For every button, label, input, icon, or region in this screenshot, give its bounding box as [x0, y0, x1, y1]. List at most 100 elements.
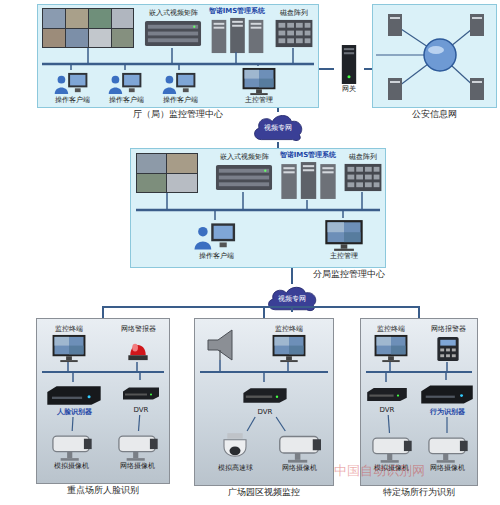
camera-symbol-icon — [373, 438, 409, 454]
server-group-icon — [322, 171, 333, 173]
monitor-terminal-icon — [377, 337, 406, 354]
camera-symbol-icon — [119, 436, 155, 452]
video-matrix-icon — [216, 165, 272, 190]
monitor-terminal-icon — [289, 346, 304, 355]
client-station-icon — [183, 88, 189, 92]
gateway-server: 网关 — [334, 44, 364, 94]
dome-camera-icon — [207, 431, 263, 464]
server-group-icon — [281, 164, 296, 199]
monitor-terminal-icon — [267, 334, 311, 363]
disk-array-icon — [356, 167, 363, 172]
monitor-terminal-icon — [382, 360, 399, 362]
monitor-terminal-icon — [275, 337, 304, 354]
master-console-icon — [245, 70, 274, 87]
network-cloud: 视频专网 — [250, 112, 306, 142]
client-station-icon — [166, 76, 174, 84]
dvr-box-icon — [397, 395, 399, 397]
connector-line — [277, 108, 279, 112]
camera-symbol-icon — [271, 431, 327, 464]
dvr-box-icon — [123, 388, 159, 400]
device-label: 网关 — [342, 85, 356, 94]
center-band: 分局监控管理中心嵌入式视频矩阵智诺IMS管理系统磁盘阵列操作客户端主控管理 — [130, 148, 386, 268]
device-label: 网络摄像机 — [430, 464, 465, 473]
video-matrix-icon — [148, 32, 198, 36]
alarm-siren-icon — [115, 334, 161, 363]
client-station: 操作客户端 — [50, 71, 94, 105]
dvr-box-icon — [365, 383, 409, 406]
gateway-server-icon — [344, 48, 354, 50]
camera-symbol-icon — [271, 431, 327, 464]
video-matrix-icon — [219, 182, 269, 186]
device-label: 主控管理 — [330, 252, 358, 261]
camera-symbol-icon — [421, 433, 473, 464]
video-matrix-icon — [144, 18, 202, 49]
device-label: 监控终端 — [55, 325, 83, 334]
video-matrix-icon — [219, 169, 269, 173]
dvr-box-icon — [276, 396, 278, 398]
alarm-panel: 网络报警器 — [423, 325, 473, 363]
disk-array-icon — [348, 182, 355, 187]
camera-symbol-icon — [133, 452, 138, 458]
disk-array-icon — [296, 23, 303, 28]
camera-symbol-icon — [437, 460, 455, 463]
device-label: DVR — [380, 406, 395, 415]
camera-symbol-icon — [61, 458, 79, 461]
gateway-server-icon — [334, 44, 364, 85]
client-station-icon — [112, 76, 120, 84]
monitor-terminal-icon — [55, 337, 84, 354]
group-caption: 重点场所人脸识别 — [37, 485, 169, 496]
video-matrix-icon — [215, 162, 273, 193]
device-label: 操作客户端 — [199, 252, 234, 261]
master-console-icon — [256, 89, 262, 93]
server-group-icon — [232, 25, 243, 27]
dvr-box-icon — [365, 383, 409, 406]
monitor-terminal-icon — [47, 334, 91, 363]
client-station-icon — [50, 71, 94, 96]
device-label: 磁盘阵列 — [280, 9, 308, 18]
client-station-icon — [195, 242, 212, 250]
monitor-terminal: 监控终端 — [369, 325, 413, 363]
video-matrix: 嵌入式视频矩阵 — [144, 9, 202, 49]
disk-array-icon — [345, 164, 382, 191]
dvr-box-icon — [241, 383, 289, 408]
camera-symbol: 网络摄像机 — [109, 431, 165, 471]
device-label: DVR — [134, 406, 149, 415]
server-group-icon — [277, 160, 339, 201]
camera-symbol-icon — [84, 439, 92, 449]
alarm-panel-icon — [423, 334, 473, 363]
master-console-icon — [334, 249, 354, 251]
device-label: 嵌入式视频矩阵 — [149, 9, 198, 18]
device-label: 嵌入式视频矩阵 — [220, 153, 269, 162]
server-group-icon — [320, 164, 335, 199]
site-panel: 广场园区视频监控监控终端DVR模拟高速球网络摄像机 — [194, 318, 334, 486]
disk-array-icon — [374, 167, 380, 172]
alarm-panel-icon — [452, 349, 456, 352]
disk-array-icon — [356, 182, 363, 187]
camera-symbol-icon — [127, 458, 145, 461]
camera-symbol-icon — [443, 454, 448, 460]
master-console-icon — [250, 93, 267, 95]
client-station-icon — [163, 88, 176, 94]
disk-array-icon — [272, 18, 316, 49]
camera-symbol: 模拟摄像机 — [43, 431, 99, 471]
alarm-panel-icon — [446, 349, 450, 352]
monitor-terminal-icon — [375, 335, 408, 356]
disk-array-icon — [348, 175, 355, 180]
client-station-icon — [104, 71, 148, 96]
device-label: 模拟摄像机 — [54, 462, 89, 471]
server-group-icon — [251, 23, 262, 25]
disk-array-icon — [279, 31, 286, 36]
master-console-icon — [319, 219, 369, 252]
device-label: 操作客户端 — [55, 96, 90, 105]
server-group-icon — [232, 21, 243, 23]
site-panel: 特定场所行为识别监控终端网络报警器DVR行为识别器模拟摄像机网络摄像机 — [360, 318, 478, 486]
server-group-icon — [212, 20, 227, 53]
disk-array-icon — [279, 38, 286, 43]
disk-array-icon — [272, 18, 316, 49]
master-console-icon — [243, 68, 276, 89]
disk-array-icon — [287, 23, 294, 28]
camera-symbol-icon — [109, 431, 165, 462]
monitor-terminal: 监控终端 — [47, 325, 91, 363]
server-group: 智诺IMS管理系统 — [277, 151, 339, 201]
device-label: 操作客户端 — [109, 96, 144, 105]
